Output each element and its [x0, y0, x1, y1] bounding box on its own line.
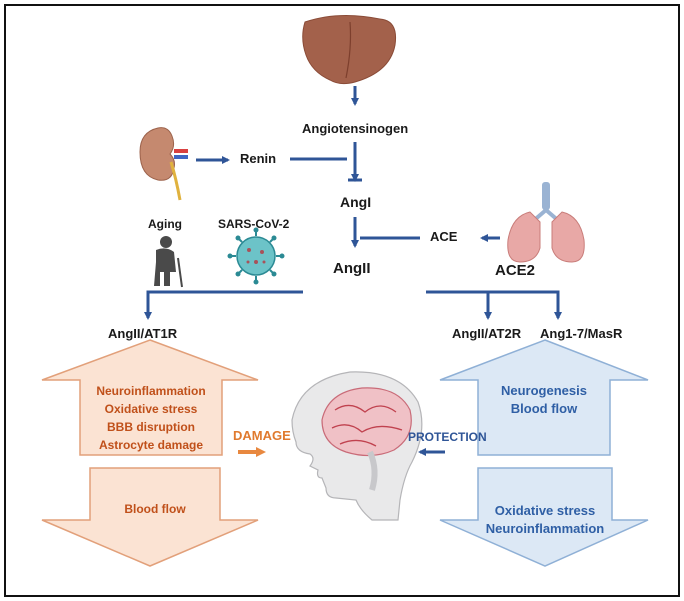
damage-up-item: Astrocyte damage: [98, 438, 204, 452]
masr-label: Ang1-7/MasR: [540, 326, 623, 341]
liver-icon: [302, 15, 396, 85]
brain-head-icon: [291, 371, 423, 521]
lungs-icon: [507, 182, 585, 263]
angii-to-at1r-arrow: [144, 290, 303, 320]
protection-decrease-list: Oxidative stress Neuroinflammation: [470, 502, 620, 538]
protection-increase-list: Neurogenesis Blood flow: [480, 382, 608, 418]
protection-up-item: Neurogenesis: [501, 383, 587, 398]
aging-label: Aging: [148, 217, 182, 231]
protection-down-item: Oxidative stress: [494, 503, 596, 518]
angi-label: AngI: [340, 194, 372, 210]
damage-up-item: Oxidative stress: [104, 402, 198, 416]
renin-label: Renin: [240, 151, 277, 166]
damage-decrease-arrow: [41, 467, 259, 567]
damage-up-item: BBB disruption: [107, 420, 195, 434]
damage-increase-list: Neuroinflammation Oxidative stress BBB d…: [82, 382, 220, 454]
protection-increase-arrow: [439, 339, 649, 456]
damage-increase-arrow: [41, 339, 259, 456]
damage-down-item: Blood flow: [124, 502, 186, 516]
ace2-to-masr-arrow: [426, 290, 562, 320]
angii-label: AngII: [333, 260, 371, 277]
pathway-arrows: [144, 86, 562, 456]
damage-decrease-list: Blood flow: [90, 500, 220, 518]
at1r-label: AngII/AT1R: [108, 326, 178, 341]
virus-icon: [227, 227, 285, 285]
protection-down-item: Neuroinflammation: [485, 521, 605, 536]
ace2-label: ACE2: [495, 262, 536, 279]
at2r-label: AngII/AT2R: [452, 326, 522, 341]
protection-decrease-arrow: [439, 467, 649, 567]
protection-up-item: Blood flow: [510, 401, 578, 416]
aging-person-icon: [154, 236, 183, 288]
damage-label: DAMAGE: [233, 428, 291, 443]
damage-up-item: Neuroinflammation: [96, 384, 206, 398]
protection-label: PROTECTION: [408, 430, 487, 444]
outer-frame: [4, 4, 680, 597]
kidney-icon: [139, 127, 188, 201]
sars-label: SARS-CoV-2: [218, 217, 290, 231]
angiotensinogen-label: Angiotensinogen: [302, 121, 409, 136]
ace-label: ACE: [430, 229, 458, 244]
